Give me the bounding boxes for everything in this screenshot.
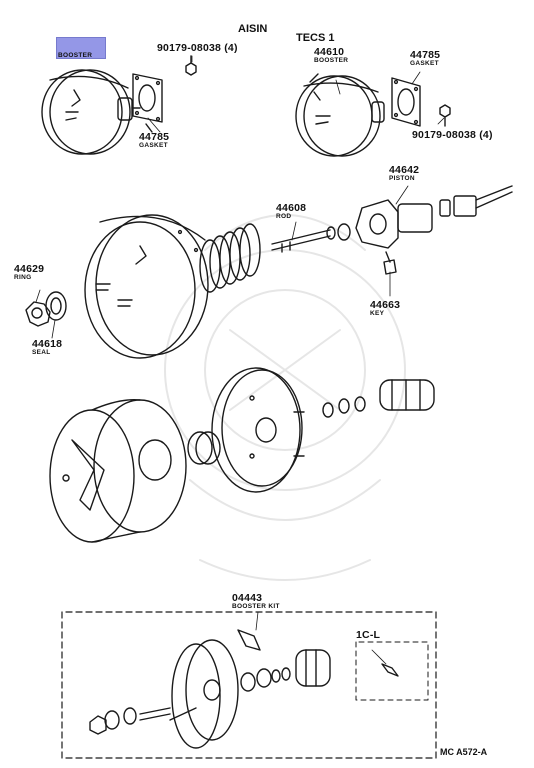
- rod-drawing: [271, 223, 351, 253]
- watermark-emblem: [164, 214, 406, 581]
- group-label-kit-variant: 1C-L: [356, 629, 381, 641]
- kit-contents-drawing: [89, 629, 399, 749]
- part-name-booster-kit: BOOSTER KIT: [232, 603, 280, 610]
- part-number-key: 44663: [370, 299, 401, 311]
- key-drawing: [383, 251, 397, 275]
- rear-shell-drawing: [211, 367, 305, 493]
- part-name-booster-left: BOOSTER: [58, 52, 93, 59]
- part-number-piston: 44642: [389, 164, 420, 176]
- part-name-ring: RING: [14, 274, 32, 281]
- seal-drawing: [45, 291, 67, 321]
- spring-drawing: [199, 223, 261, 293]
- part-number-seal: 44618: [32, 338, 63, 350]
- part-name-piston: PISTON: [389, 175, 415, 182]
- piston-drawing: [355, 185, 513, 249]
- main-booster-drawing: [84, 214, 209, 359]
- nut-left-drawing: [185, 55, 197, 76]
- part-name-seal: SEAL: [32, 349, 51, 356]
- seal-ring-drawing: [187, 431, 221, 465]
- part-number-gasket-left: 44785: [139, 131, 170, 143]
- part-number-booster-tecs: 44610: [314, 46, 345, 58]
- leader-lines: [35, 55, 445, 665]
- part-number-booster-kit: 04443: [232, 592, 263, 604]
- front-shell-drawing: [49, 399, 187, 543]
- valve-parts-drawing: [322, 379, 435, 418]
- group-label-tecs: TECS 1: [296, 32, 335, 44]
- part-number-nut-tecs: 90179-08038 (4): [412, 129, 493, 141]
- part-name-booster-tecs: BOOSTER: [314, 57, 349, 64]
- nut-tecs-drawing: [439, 104, 451, 127]
- part-number-ring: 44629: [14, 263, 45, 275]
- part-name-gasket-left: GASKET: [139, 142, 168, 149]
- part-name-gasket-tecs: GASKET: [410, 60, 439, 67]
- part-name-rod: ROD: [276, 213, 292, 220]
- booster-left-drawing: [41, 69, 163, 155]
- group-label-aisin: AISIN: [238, 23, 268, 35]
- part-name-key: KEY: [370, 310, 385, 317]
- part-number-rod: 44608: [276, 202, 307, 214]
- part-number-nut-left: 90179-08038 (4): [157, 42, 238, 54]
- booster-kit-box: [61, 611, 437, 759]
- part-number-gasket-tecs: 44785: [410, 49, 441, 61]
- booster-tecs-drawing: [295, 73, 421, 157]
- highlight-marker: [56, 37, 106, 59]
- diagram-reference: MC A572-A: [440, 747, 488, 757]
